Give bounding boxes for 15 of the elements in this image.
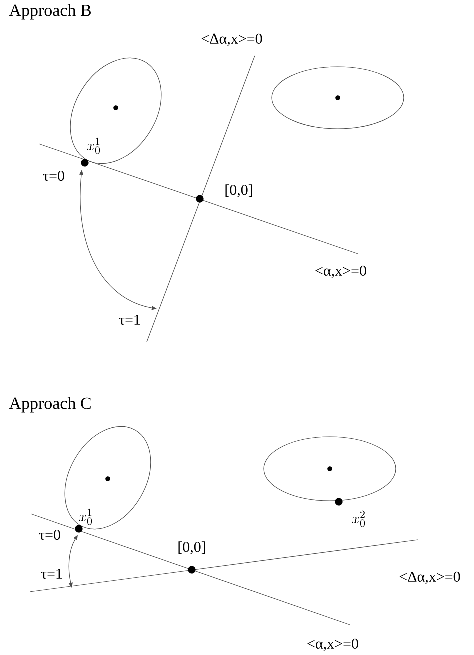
line-label: <α,x>=0 <box>316 266 366 278</box>
point-label: [0,0] <box>226 184 252 198</box>
line-label: <α,x>=0 <box>308 638 358 652</box>
line-label: <Δα,x>=0 <box>202 34 262 46</box>
panel-title: Approach B <box>9 4 91 20</box>
parameter-label: τ=0 <box>43 170 64 182</box>
parameter-label: τ=1 <box>41 568 62 580</box>
point-label: $x_0^2$ <box>352 510 366 528</box>
point-label: $x_0^1$ <box>79 508 92 526</box>
panel-title: Approach C <box>9 397 91 413</box>
line-label: <Δα,x>=0 <box>400 572 460 584</box>
point-label: $x_0^1$ <box>87 138 100 154</box>
parameter-label: τ=0 <box>39 530 60 540</box>
point-label: [0,0] <box>178 542 206 554</box>
parameter-label: τ=1 <box>119 314 140 326</box>
